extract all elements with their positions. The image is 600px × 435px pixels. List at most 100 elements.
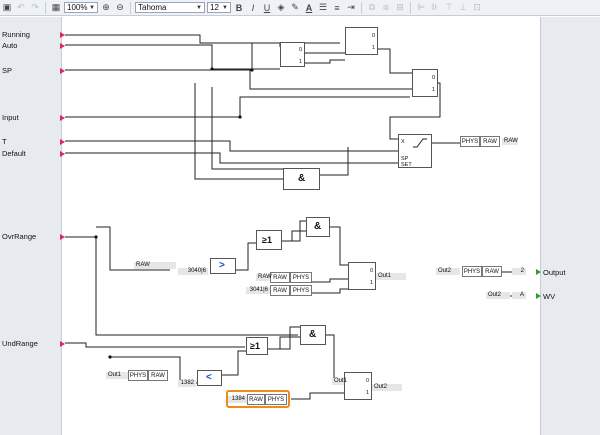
raw-tag: RAW — [256, 274, 272, 281]
junction-dots — [94, 67, 254, 359]
line-color-icon[interactable]: ✎ — [291, 2, 299, 12]
switch-0-label: 0 — [431, 75, 435, 81]
switch-1-label: 1 — [365, 390, 369, 396]
underline-button[interactable]: U — [263, 2, 271, 13]
italic-button[interactable]: I — [251, 2, 255, 13]
raw-cell[interactable]: RAW — [270, 285, 290, 296]
less-glyph: < — [206, 372, 212, 383]
and-block-2[interactable]: & — [306, 217, 330, 237]
input-port-t[interactable] — [60, 139, 65, 145]
same-size-icon[interactable]: ⊡ — [473, 2, 481, 12]
input-port-undrange[interactable] — [60, 341, 65, 347]
phys-cell[interactable]: PHYS — [290, 272, 312, 283]
input-port-running[interactable] — [60, 32, 65, 38]
compare-less-block[interactable]: < — [197, 370, 222, 386]
switch-1-label: 1 — [298, 59, 302, 65]
fill-color-icon[interactable]: ◈ — [277, 2, 285, 12]
undo-icon[interactable]: ↶ — [17, 2, 25, 12]
zoom-in-icon[interactable]: ⊕ — [102, 2, 110, 12]
and-block-3[interactable]: & — [300, 325, 326, 345]
raw-cell[interactable]: RAW — [482, 266, 502, 277]
chevron-down-icon: ▼ — [89, 4, 95, 11]
phys-cell[interactable]: PHYS — [290, 285, 312, 296]
ungroup-icon[interactable]: ⧈ — [383, 2, 389, 12]
input-label-auto: Auto — [2, 41, 18, 50]
output-label-wv: WV — [543, 292, 556, 301]
switch-block-3[interactable]: 0 1 — [412, 69, 438, 97]
arrow-style-icon[interactable]: ⇥ — [347, 2, 355, 12]
wires — [65, 34, 520, 400]
switch-block-1[interactable]: 0 1 — [280, 42, 305, 67]
font-size-value: 12 — [210, 3, 219, 12]
distribute-icon[interactable]: ⊥ — [459, 2, 467, 12]
output-port-output[interactable] — [536, 269, 541, 275]
constant-3040[interactable]: 3040|6 — [178, 268, 208, 275]
switch-0-label: 0 — [298, 47, 302, 53]
raw-cell[interactable]: RAW — [148, 370, 168, 381]
front-icon[interactable]: ⊞ — [396, 2, 404, 12]
separator — [130, 1, 131, 14]
switch-0-label: 0 — [369, 268, 373, 274]
output-sidebar — [540, 17, 600, 435]
number-2-tag: 2 — [512, 268, 526, 275]
constant-1382[interactable]: 1382 — [178, 380, 196, 387]
input-port-ovrrange[interactable] — [60, 234, 65, 240]
font-select[interactable]: Tahoma▼ — [135, 2, 205, 13]
input-port-input[interactable] — [60, 115, 65, 121]
align-top-icon[interactable]: ⊤ — [445, 2, 453, 12]
font-size-select[interactable]: 12▼ — [207, 2, 231, 13]
align-left-icon[interactable]: ⊫ — [417, 2, 425, 12]
output-label-output: Output — [543, 268, 566, 277]
constant-1384[interactable]: 1384 — [228, 396, 247, 403]
line-style-icon[interactable]: ≡ — [334, 2, 340, 13]
save-icon[interactable]: ▣ — [2, 2, 12, 12]
ramp-curve-icon — [413, 138, 427, 148]
zoom-value: 100% — [67, 3, 88, 12]
switch-block-5[interactable]: 0 1 — [344, 372, 372, 400]
out2-tag: Out2 — [372, 384, 402, 391]
phys-cell[interactable]: PHYS — [462, 266, 482, 277]
redo-icon[interactable]: ↷ — [31, 2, 39, 12]
and-block-1[interactable]: & — [283, 168, 320, 190]
grid-icon[interactable]: ▦ — [51, 2, 61, 12]
phys-cell[interactable]: PHYS — [265, 394, 287, 405]
zoom-select[interactable]: 100%▼ — [64, 2, 98, 13]
out1-tag: Out1 — [106, 372, 128, 379]
switch-block-2[interactable]: 0 1 — [345, 27, 378, 55]
selection-highlight — [226, 390, 290, 408]
input-port-auto[interactable] — [60, 43, 65, 49]
out1-tag: Out1 — [332, 378, 348, 385]
or-glyph: ≥1 — [262, 235, 272, 245]
phys-cell[interactable]: PHYS — [128, 370, 148, 381]
raw-cell[interactable]: RAW — [480, 136, 500, 147]
raw-input-tag[interactable]: RAW — [134, 262, 176, 269]
zoom-out-icon[interactable]: ⊖ — [116, 2, 124, 12]
and-glyph: & — [298, 173, 306, 184]
output-port-wv[interactable] — [536, 293, 541, 299]
input-label-sp: SP — [2, 66, 13, 75]
diagram-canvas[interactable] — [0, 17, 600, 435]
bold-button[interactable]: B — [235, 2, 243, 13]
switch-block-4[interactable]: 0 1 — [348, 262, 376, 290]
chevron-down-icon: ▼ — [222, 4, 228, 11]
align-center-icon[interactable]: ⊪ — [431, 2, 439, 12]
align-icon[interactable]: ☰ — [318, 2, 328, 12]
separator — [45, 1, 46, 14]
or-block-1[interactable]: ≥1 — [256, 230, 282, 250]
input-port-sp[interactable] — [60, 68, 65, 74]
or-block-2[interactable]: ≥1 — [246, 337, 268, 355]
input-port-default[interactable] — [60, 151, 65, 157]
raw-cell[interactable]: RAW — [270, 272, 290, 283]
phys-cell[interactable]: PHYS — [460, 136, 480, 147]
text-color-button[interactable]: A — [305, 2, 313, 13]
ramp-block[interactable]: X SP SET — [398, 134, 432, 168]
constant-30416[interactable]: 3041|6 — [246, 287, 270, 294]
raw-cell[interactable]: RAW — [247, 394, 265, 405]
group-icon[interactable]: ⧉ — [368, 2, 376, 12]
raw-value: RAW — [502, 138, 518, 145]
ramp-sp-label: SP — [401, 156, 409, 162]
compare-greater-block[interactable]: > — [210, 258, 236, 274]
separator — [361, 1, 362, 14]
input-label-undrange: UndRange — [2, 339, 38, 348]
input-label-input: Input — [2, 113, 19, 122]
